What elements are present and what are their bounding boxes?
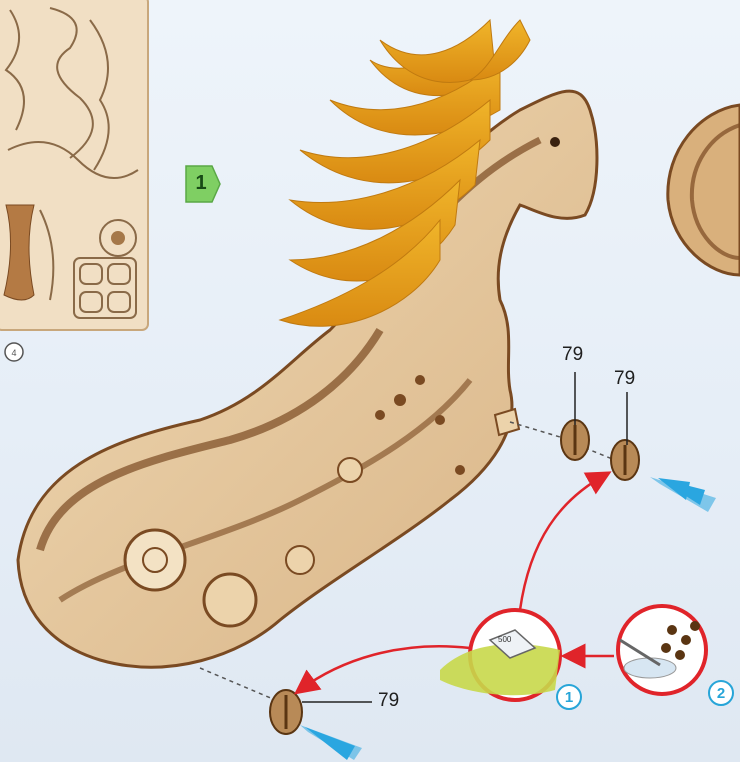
detached-part (668, 105, 740, 275)
parts-sheet (0, 0, 148, 330)
substep-2-marker: 2 (708, 680, 734, 706)
part-label-79-a: 79 (562, 344, 583, 366)
peg-79-a (561, 420, 589, 460)
substep-2-number: 2 (717, 685, 725, 702)
part-label-79-b: 79 (614, 368, 635, 390)
detail-circle-2 (618, 606, 706, 694)
sheet-marker: 4 (11, 348, 16, 358)
svg-text:500: 500 (498, 635, 512, 644)
part-label-79-c: 79 (378, 690, 399, 712)
substep-1-marker: 1 (556, 684, 582, 710)
substep-1-number: 1 (565, 689, 573, 706)
peg-79-b (611, 440, 639, 480)
peg-79-c (270, 690, 302, 734)
detail-circle-1: 500 (440, 610, 560, 700)
step-number: 1 (184, 162, 218, 204)
step-badge: 1 (184, 162, 218, 204)
